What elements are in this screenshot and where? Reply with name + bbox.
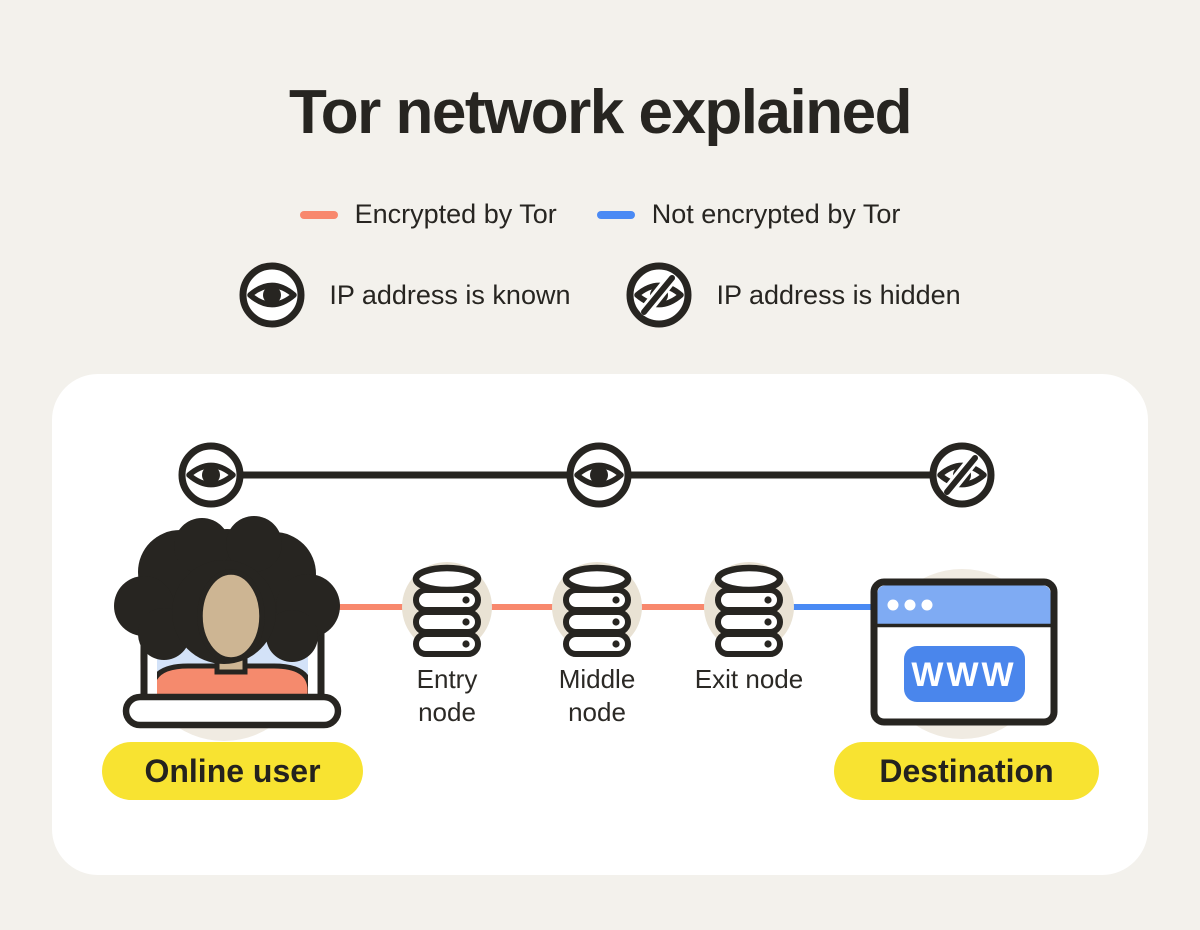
legend-ip-known-label: IP address is known (329, 279, 571, 310)
legend-line-row: Encrypted by Tor Not encrypted by Tor (0, 199, 1200, 230)
path-eye-known-icon-2 (570, 446, 628, 504)
middle-node-icon (552, 562, 642, 654)
page-title: Tor network explained (289, 78, 912, 147)
entry-node-icon (402, 562, 492, 654)
browser-title-bar (877, 585, 1051, 624)
destination-badge: Destination (834, 742, 1099, 800)
eye-target-icon (239, 262, 305, 328)
legend-item-not-encrypted: Not encrypted by Tor (596, 199, 901, 230)
legend-item-ip-known: IP address is known (239, 262, 570, 328)
legend-visibility-row: IP address is known IP address is hidden (0, 262, 1200, 328)
middle-node-label: Middle node (558, 664, 636, 727)
destination-label: Destination (879, 752, 1054, 789)
legend-encrypted-label: Encrypted by Tor (354, 199, 557, 229)
online-user-illustration (114, 516, 342, 741)
legend-ip-hidden-label: IP address is hidden (716, 279, 961, 310)
destination-illustration: WWW (870, 569, 1058, 739)
www-address-box (904, 646, 1025, 702)
user-face (197, 569, 265, 663)
path-eye-known-icon-1 (182, 446, 240, 504)
entry-node-label: Entry node (416, 664, 478, 727)
laptop-base (122, 693, 342, 729)
exit-node-icon (704, 562, 794, 654)
legend-item-ip-hidden: IP address is hidden (626, 262, 961, 328)
browser-window-dots-icon (887, 599, 933, 611)
online-user-badge: Online user (102, 742, 363, 800)
path-eye-hidden-icon (933, 446, 991, 504)
not-encrypted-line-swatch-icon (596, 210, 635, 219)
exit-node-label: Exit node (694, 664, 804, 694)
online-user-label: Online user (144, 752, 321, 789)
encrypted-line-swatch-icon (299, 210, 338, 219)
user-shirt (157, 663, 308, 700)
eye-slash-target-icon (626, 262, 692, 328)
tor-diagram: WWW (114, 374, 1058, 741)
legend-item-encrypted: Encrypted by Tor (299, 199, 557, 230)
legend-not-encrypted-label: Not encrypted by Tor (651, 199, 901, 229)
diagram-card: WWW Entry node Middle node Exit node Onl… (52, 374, 1148, 875)
www-text: WWW (911, 656, 1016, 694)
